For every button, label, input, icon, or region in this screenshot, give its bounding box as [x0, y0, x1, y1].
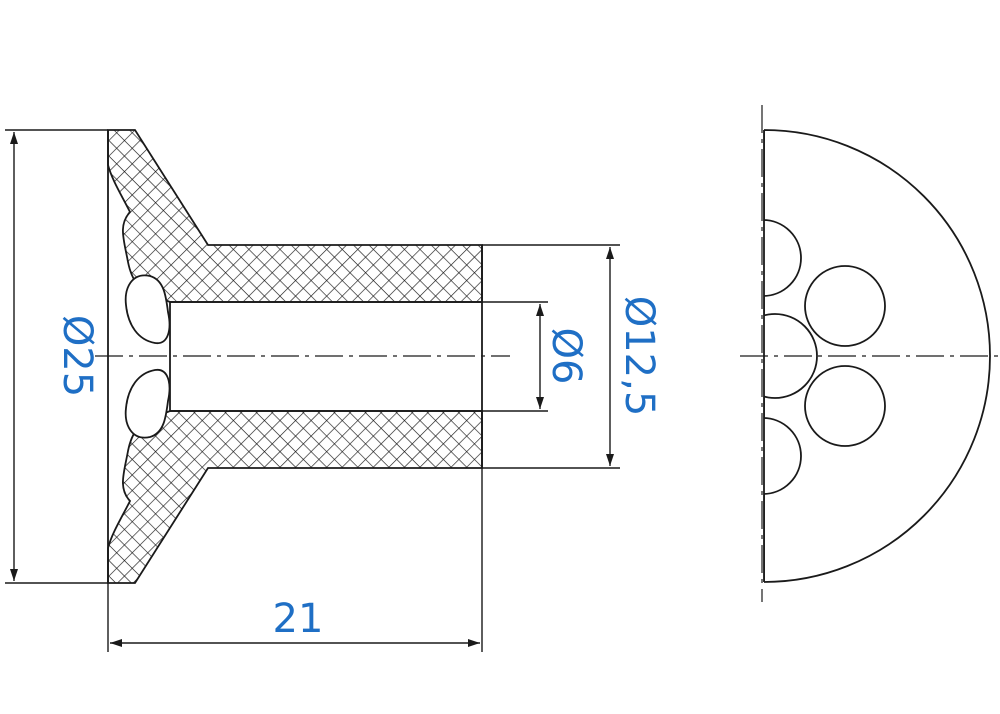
- hole-circle-3: [804, 265, 886, 347]
- end-view: [720, 120, 991, 600]
- hole-blob-upper: [124, 274, 171, 344]
- label-bore-diameter: Ø6: [543, 328, 589, 385]
- label-outer-diameter: Ø25: [54, 315, 100, 397]
- dimension-lines: [5, 129, 620, 652]
- upper-section-hatch: [107, 129, 483, 303]
- hole-circle-4: [804, 365, 886, 447]
- lower-section-hatch: [107, 410, 483, 584]
- section-view: [107, 129, 483, 584]
- label-sleeve-diameter: Ø12,5: [616, 296, 662, 417]
- section-clip: [720, 120, 764, 600]
- hole-blob-lower: [124, 369, 171, 439]
- label-overall-length: 21: [273, 596, 324, 642]
- dimension-labels: Ø25 Ø6 Ø12,5 21: [54, 296, 662, 642]
